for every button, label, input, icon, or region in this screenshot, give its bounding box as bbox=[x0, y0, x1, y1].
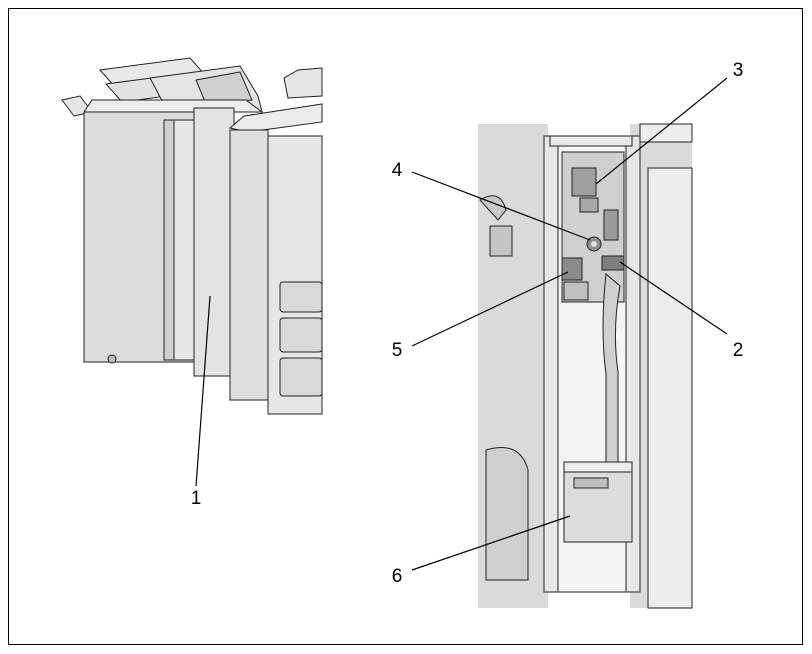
leader-line-2 bbox=[619, 261, 728, 335]
callout-4: 4 bbox=[392, 160, 403, 181]
leader-line-6 bbox=[411, 515, 571, 571]
callout-6: 6 bbox=[392, 566, 403, 587]
finisher-interior bbox=[478, 123, 693, 609]
paper-drawer-2 bbox=[279, 317, 323, 353]
finisher-side-panel bbox=[173, 119, 195, 361]
callout-5: 5 bbox=[392, 340, 403, 361]
callout-1: 1 bbox=[191, 488, 202, 509]
door-handle-strip bbox=[163, 119, 175, 361]
leader-line-3 bbox=[595, 77, 728, 185]
waste-box-handle bbox=[573, 477, 609, 489]
copier-scanner bbox=[283, 67, 323, 99]
left-lever bbox=[489, 225, 513, 257]
caster-wheel bbox=[107, 354, 117, 364]
copier-left-panel bbox=[229, 129, 269, 401]
paper-drawer-3 bbox=[279, 357, 323, 397]
lower-guide bbox=[563, 281, 589, 301]
callout-3: 3 bbox=[733, 60, 744, 81]
callout-2: 2 bbox=[733, 340, 744, 361]
paper-chute bbox=[602, 273, 621, 471]
guide-plate bbox=[579, 197, 599, 213]
jam-knob-center bbox=[591, 241, 597, 247]
lever-2 bbox=[601, 255, 625, 271]
finisher-exterior bbox=[61, 57, 323, 415]
waste-box bbox=[563, 461, 633, 543]
lever-side bbox=[603, 209, 619, 241]
left-knob bbox=[479, 195, 507, 221]
leader-line-1 bbox=[195, 295, 211, 487]
leader-line-5 bbox=[411, 271, 569, 347]
paper-drawer-1 bbox=[279, 281, 323, 313]
lever-5 bbox=[561, 257, 583, 281]
top-cover-window bbox=[195, 71, 253, 105]
finisher-top bbox=[83, 99, 264, 113]
waste-box-lid bbox=[563, 461, 633, 473]
lower-left-guide bbox=[485, 447, 529, 581]
right-outer-panel bbox=[647, 167, 693, 609]
leader-line-4 bbox=[411, 171, 591, 241]
lever-3 bbox=[571, 167, 597, 197]
finisher-middle-body bbox=[193, 107, 235, 377]
top-frame bbox=[549, 135, 633, 147]
